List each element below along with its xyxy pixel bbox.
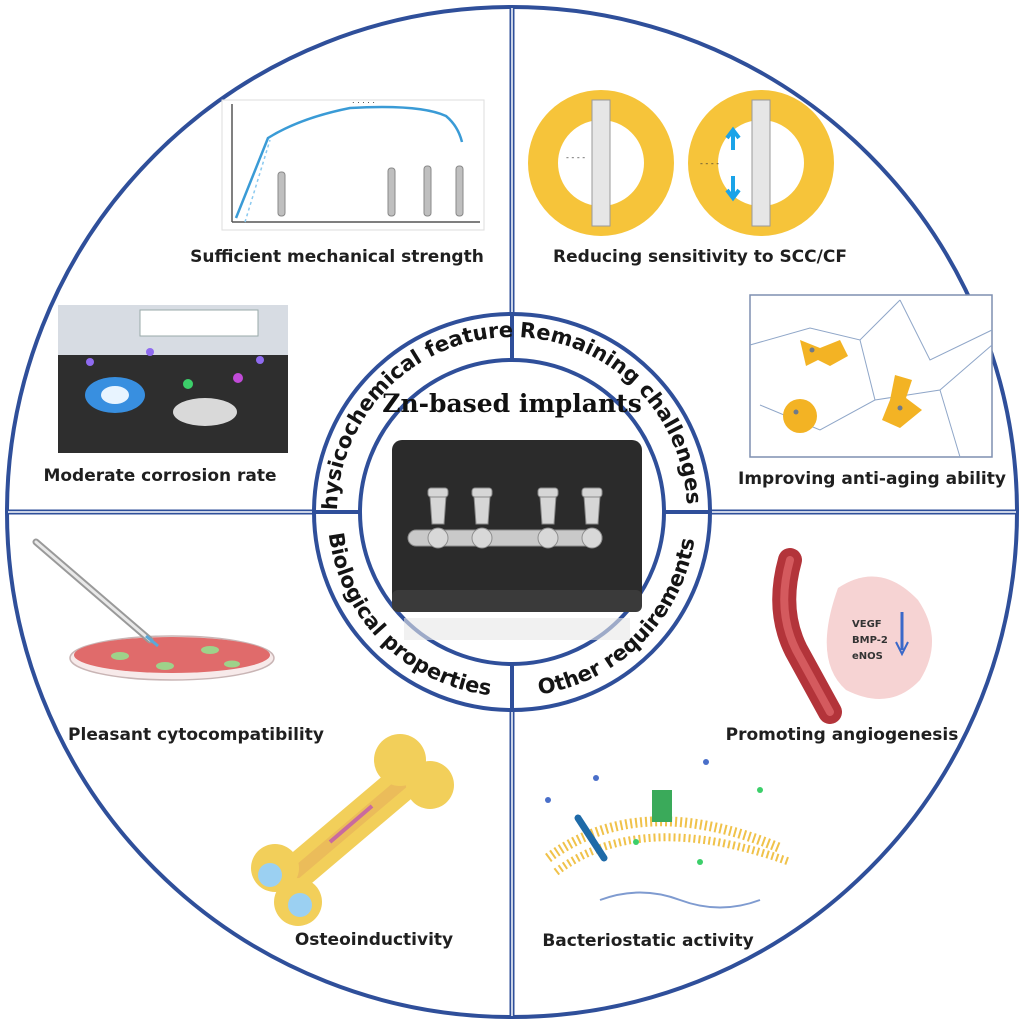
caption-bacteriostatic: Bacteriostatic activity — [542, 931, 753, 951]
marker-vegf: VEGF — [852, 619, 882, 630]
caption-corrosion-rate: Moderate corrosion rate — [43, 466, 276, 486]
svg-text:- - - -: - - - - — [566, 153, 585, 162]
marker-bmp2: BMP-2 — [852, 635, 888, 646]
marker-enos: eNOS — [852, 651, 883, 662]
bone-icon — [251, 734, 454, 926]
vessel-tissue-icon: VEGF BMP-2 eNOS — [772, 548, 933, 724]
caption-osteoinductivity: Osteoinductivity — [295, 930, 453, 950]
caption-scc: Reducing sensitivity to SCC/CF — [553, 247, 847, 267]
tube-ring-icon: - - - - - - - - — [528, 90, 834, 236]
pipette-dish-icon — [32, 538, 275, 681]
bacterial-membrane-icon — [545, 759, 792, 909]
center-title: Zn-based implants — [382, 389, 642, 418]
caption-anti-aging: Improving anti-aging ability — [738, 469, 1006, 489]
caption-angiogenesis: Promoting angiogenesis — [726, 725, 959, 745]
caption-mechanical-strength: Sufficient mechanical strength — [190, 247, 484, 267]
implant-plate-icon — [392, 440, 642, 640]
mechanical-curve-plot-icon: . . . . . — [221, 96, 485, 231]
svg-text:- - - -: - - - - — [700, 159, 719, 168]
caption-cytocompatibility: Pleasant cytocompatibility — [68, 725, 324, 745]
corrosion-scene-icon — [58, 305, 288, 453]
svg-text:. . . . .: . . . . . — [352, 96, 375, 105]
grain-map-icon — [749, 294, 993, 458]
